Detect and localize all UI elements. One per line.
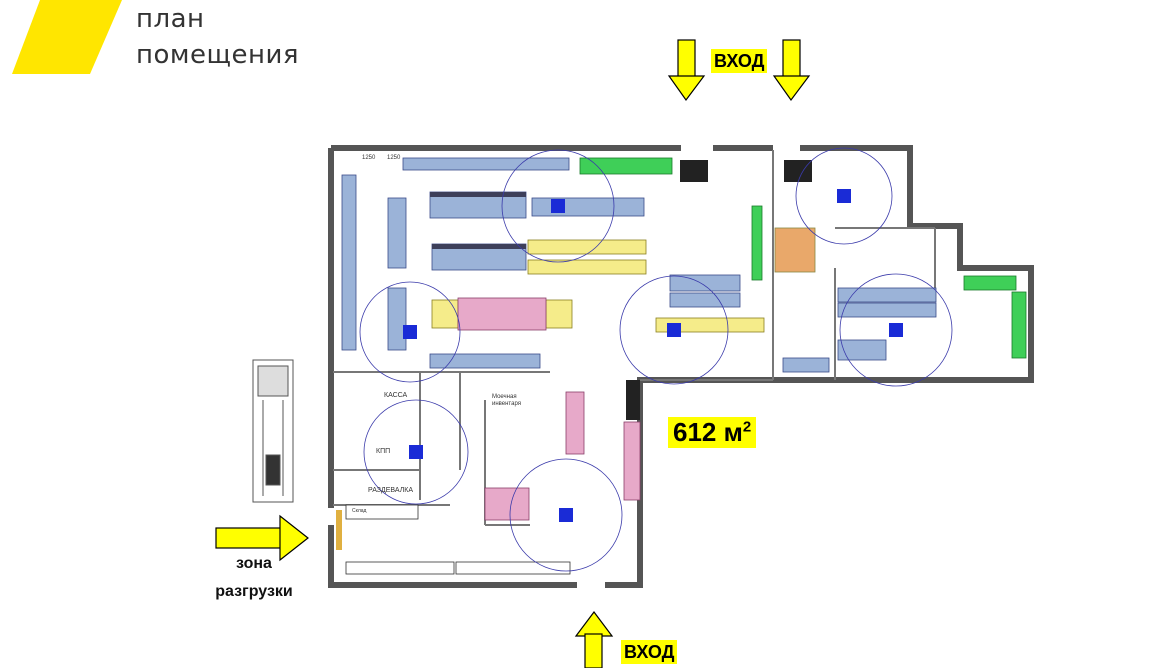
page-title-line1: план — [136, 4, 205, 34]
kitchen-block — [774, 227, 816, 273]
entrance-arrow-left — [667, 39, 706, 102]
checkout-desks — [626, 160, 812, 420]
bench — [336, 510, 342, 550]
camera-coverage — [359, 147, 953, 572]
shelving-dark — [430, 192, 526, 249]
refrigerators-green — [579, 157, 1027, 359]
loading-ramp — [252, 359, 294, 503]
shelving-yellow — [431, 239, 765, 333]
entrance-label-bottom: ВХОД — [621, 640, 678, 664]
storage-label: Склад — [352, 508, 367, 514]
entrance-arrow-right — [772, 39, 811, 102]
shelving-pink — [457, 297, 641, 521]
area-value: 612 м — [673, 417, 743, 447]
interior-walls — [333, 150, 936, 526]
room-label-kpp: КПП — [376, 448, 391, 455]
shelf-dim-2: 1250 — [387, 155, 401, 161]
room-label-cashier: КАССА — [384, 392, 408, 399]
page-title-line2: помещения — [136, 40, 300, 70]
storage-blocks — [345, 504, 571, 575]
room-label-dressing: РАЗДЕВАЛКА — [368, 487, 414, 494]
area-badge: 612 м2 — [668, 417, 757, 448]
area-unit-power: 2 — [742, 418, 752, 436]
room-label-cleaning: Моечная инвентаря — [492, 394, 521, 407]
shelf-dim-1: 1250 — [362, 155, 376, 161]
unloading-line1: зона — [236, 555, 272, 572]
camera-icons — [403, 189, 903, 522]
entrance-label-top: ВХОД — [711, 49, 768, 73]
unloading-zone-label: зона разгрузки — [200, 550, 308, 606]
brand-logo-shape — [12, 0, 122, 74]
unloading-line2: разгрузки — [215, 583, 293, 600]
unloading-arrow — [215, 514, 309, 562]
entrance-arrow-bottom — [574, 611, 614, 668]
